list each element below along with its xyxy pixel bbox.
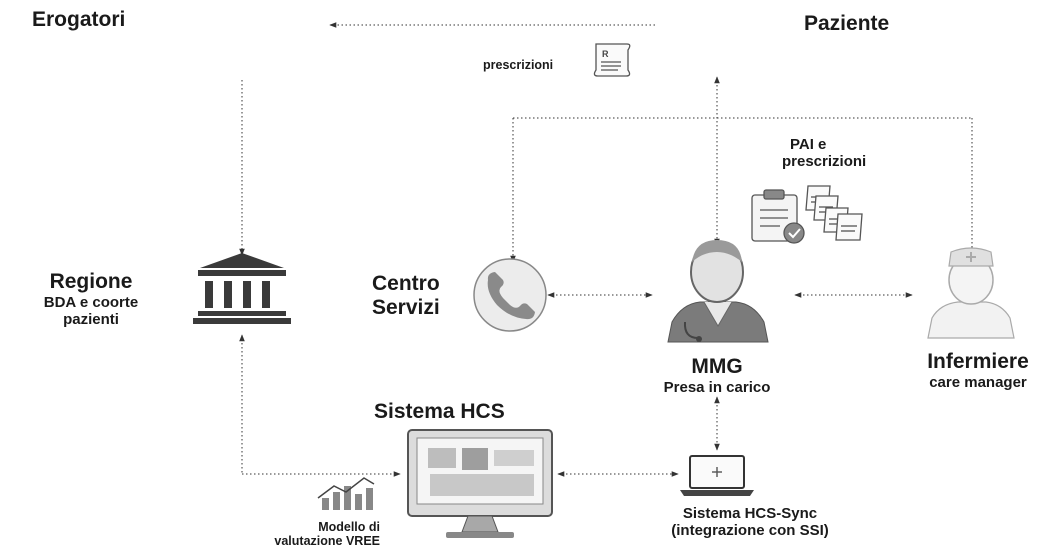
pai-annotation: PAI e prescrizioni — [782, 136, 866, 171]
pai-line1: PAI e — [790, 136, 827, 153]
modello-line1: Modello di — [318, 520, 380, 534]
regione-line1: BDA e coorte — [43, 294, 139, 312]
infermiere-title: Infermiere — [927, 350, 1029, 373]
doctor-icon — [667, 240, 769, 343]
paziente-label: Paziente — [804, 12, 890, 35]
government-building-icon — [193, 253, 291, 324]
clipboard-prescriptions-icon — [751, 185, 863, 244]
telephone-icon — [473, 258, 547, 332]
mmg-node-label: MMG Presa in carico — [664, 355, 771, 396]
mmg-subtitle: Presa in carico — [663, 379, 771, 397]
hcs-sync-line1: Sistema HCS-Sync — [682, 505, 818, 522]
regione-line2: pazienti — [63, 311, 119, 329]
infermiere-node-label: Infermiere care manager — [927, 350, 1029, 391]
infermiere-subtitle: care manager — [929, 374, 1027, 392]
hcs-sync-line2: (integrazione con SSI) — [671, 522, 829, 540]
sistema-hcs-label: Sistema HCS — [374, 400, 505, 423]
nurse-icon — [927, 247, 1015, 339]
prescrizioni-annotation: prescrizioni — [483, 58, 554, 72]
modello-line2: valutazione VREE — [274, 534, 380, 549]
regione-node-label: Regione BDA e coorte pazienti — [44, 270, 138, 329]
hcs-sync-node-label: Sistema HCS-Sync (integrazione con SSI) — [671, 505, 829, 540]
regione-title: Regione — [49, 270, 133, 293]
growth-chart-icon — [317, 477, 375, 510]
centro-servizi-line1: Centro — [372, 272, 440, 295]
centro-servizi-line2: Servizi — [372, 296, 440, 320]
pai-line2: prescrizioni — [782, 153, 867, 171]
modello-node-label: Modello di valutazione VREE — [274, 520, 380, 549]
mmg-title: MMG — [691, 355, 743, 378]
laptop-icon — [680, 455, 754, 496]
desktop-monitor-icon — [407, 429, 553, 538]
centro-servizi-label: Centro Servizi — [372, 272, 440, 320]
svg-text:R: R — [602, 49, 609, 59]
prescription-icon: R — [593, 43, 631, 77]
erogatori-label: Erogatori — [32, 8, 126, 31]
